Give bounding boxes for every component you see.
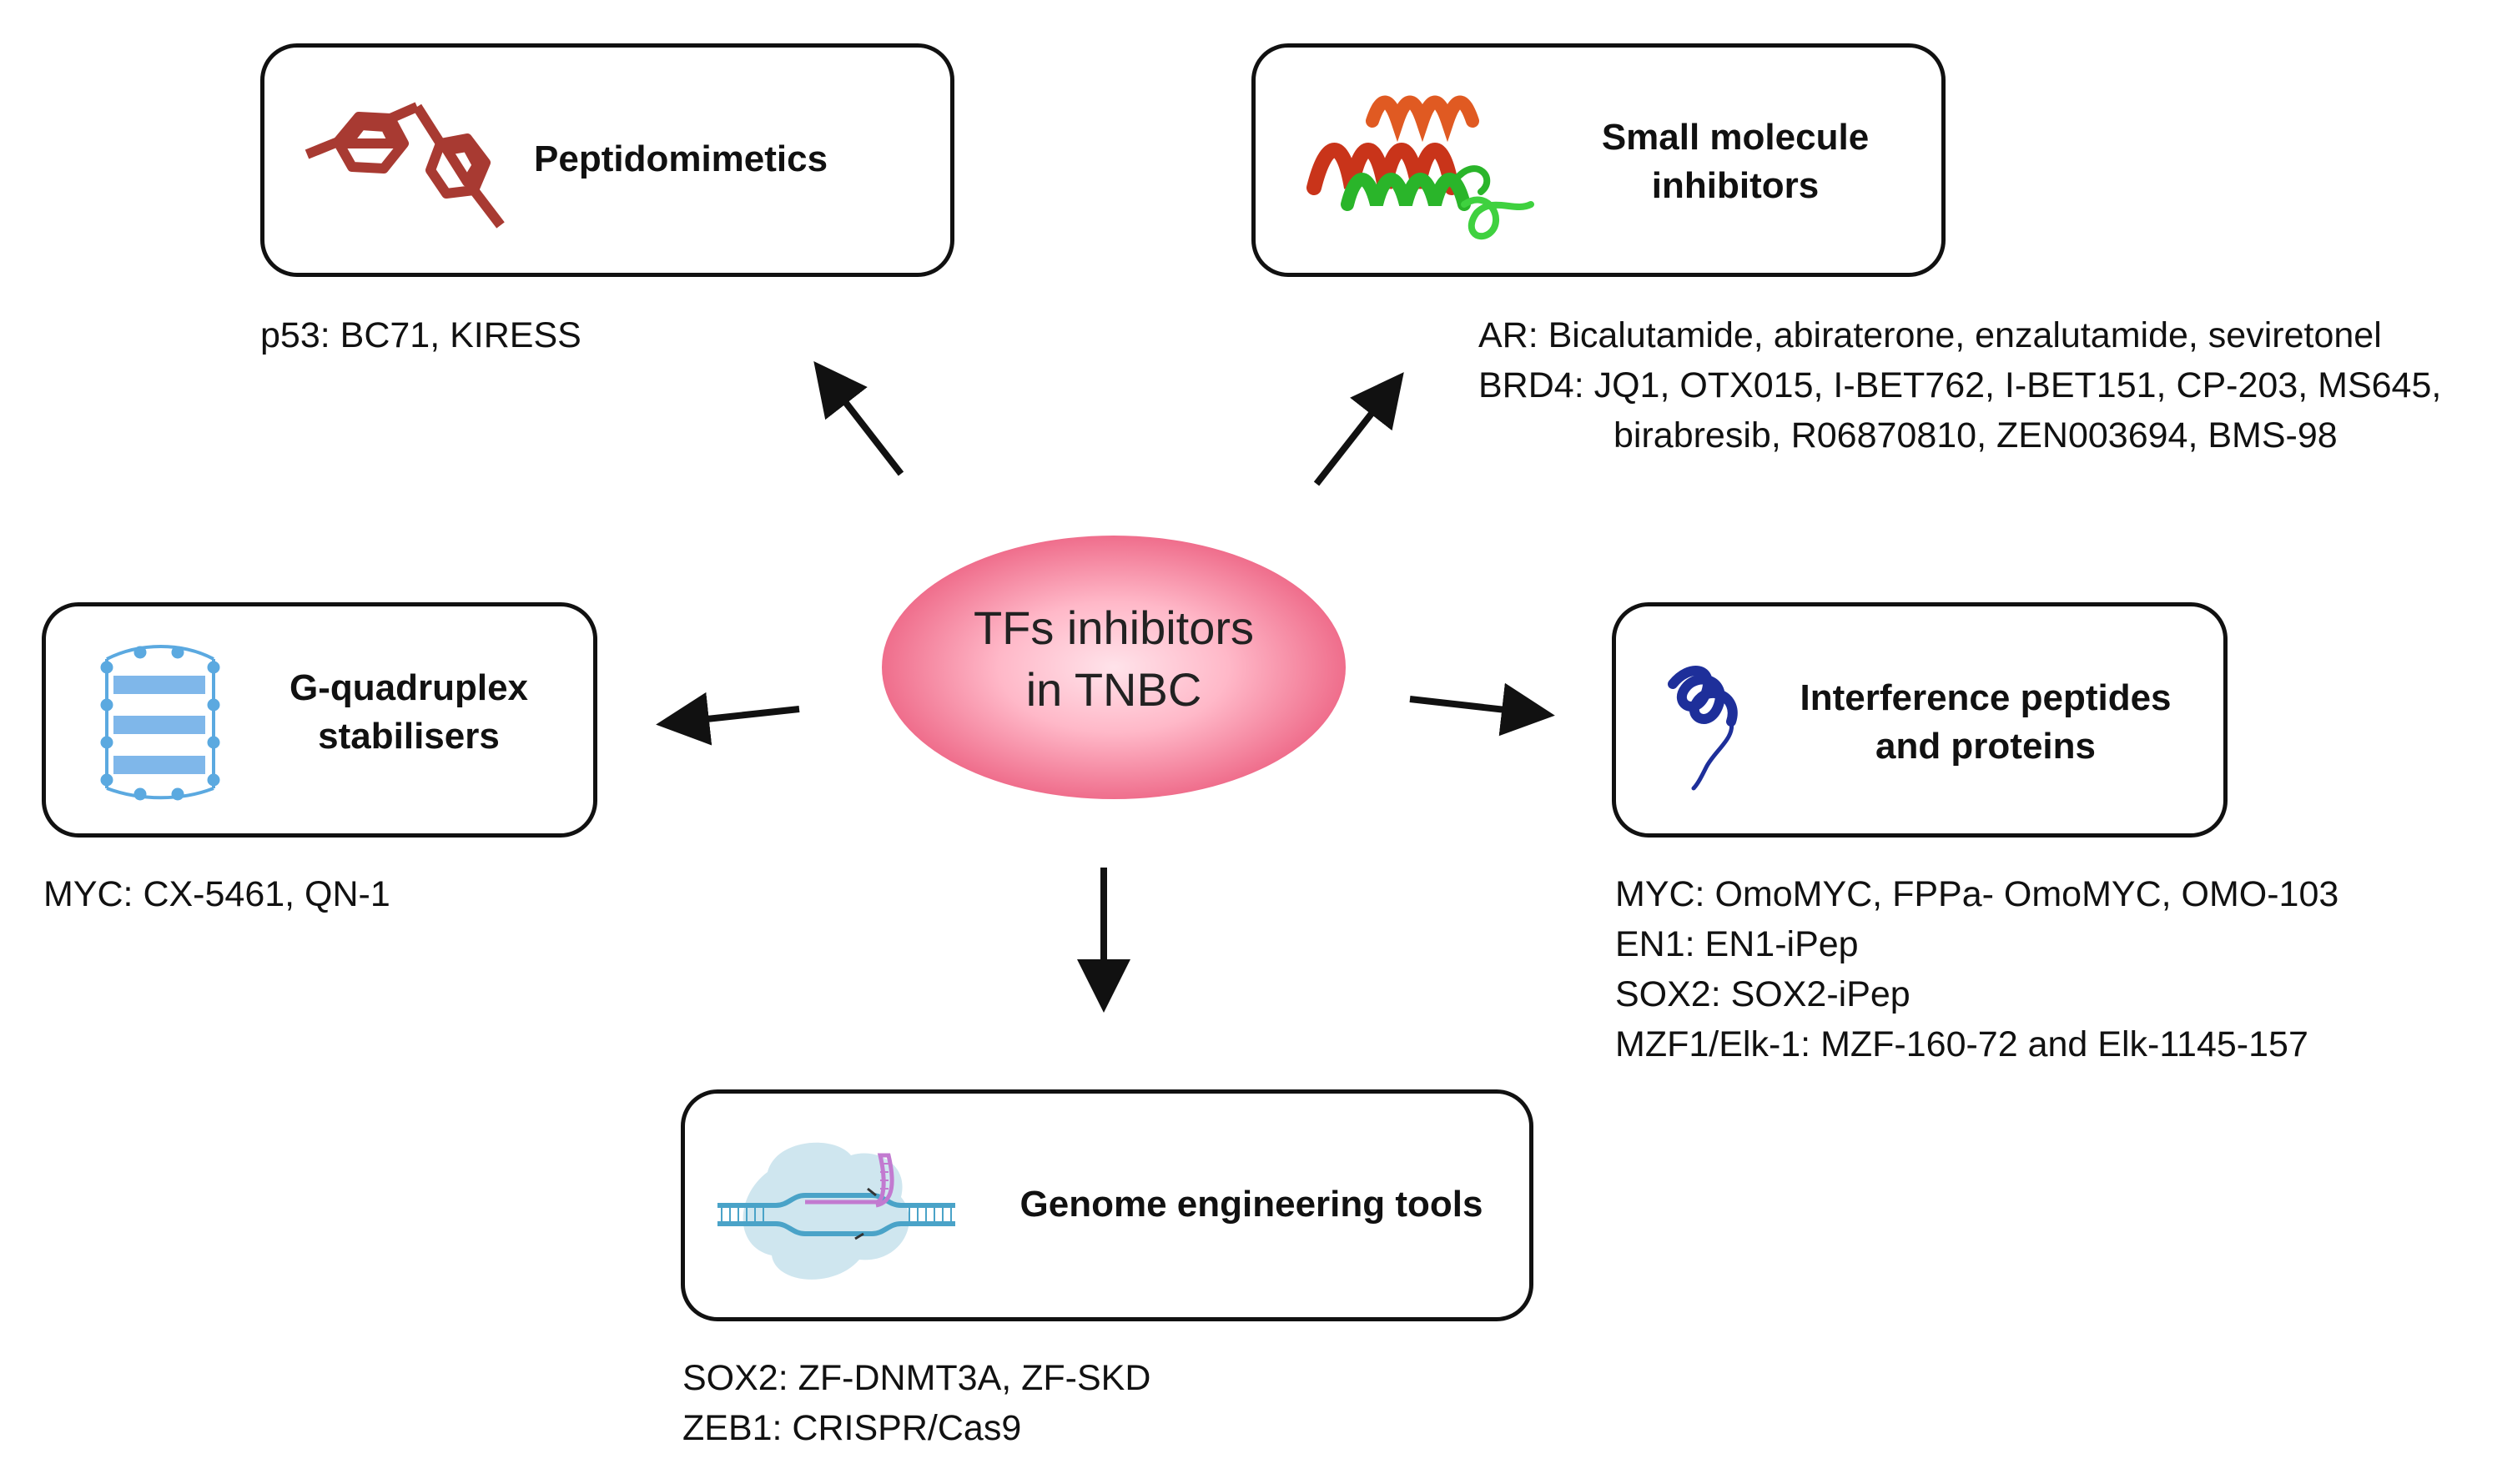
arrow-to-small-molecule bbox=[1313, 372, 1404, 486]
small-molecule-title-line-1: Small molecule bbox=[1601, 117, 1870, 158]
g-quadruplex-list: MYC: CX-5461, QN-1 bbox=[43, 869, 390, 919]
interference-title: Interference peptides and proteins bbox=[1760, 674, 2211, 771]
genome-item-zeb1: ZEB1: CRISPR/Cas9 bbox=[682, 1408, 1022, 1448]
interference-item-sox2: SOX2: SOX2-iPep bbox=[1615, 974, 1911, 1014]
g-quadruplex-icon bbox=[100, 645, 220, 801]
peptidomimetics-item: p53: BC71, KIRESS bbox=[260, 315, 581, 355]
interference-item-en1: EN1: EN1-iPep bbox=[1615, 924, 1859, 964]
protein-ribbon-icon bbox=[1306, 95, 1534, 240]
genome-title-line: Genome engineering tools bbox=[1019, 1184, 1483, 1225]
center-label-line-2: in TNBC bbox=[1025, 663, 1202, 716]
small-molecule-item-brd4-cont: birabresib, R06870810, ZEN003694, BMS-98 bbox=[1613, 415, 2338, 455]
interference-item-myc: MYC: OmoMYC, FPPa- OmoMYC, OMO-103 bbox=[1615, 874, 2339, 914]
g-quadruplex-title: G-quadruplex stabilisers bbox=[234, 664, 584, 761]
small-molecule-title: Small molecule inhibitors bbox=[1552, 113, 1919, 210]
small-molecule-list: AR: Bicalutamide, abiraterone, enzalutam… bbox=[1478, 310, 2441, 460]
peptidomimetics-title: Peptidomimetics bbox=[534, 135, 934, 184]
g-quadruplex-item: MYC: CX-5461, QN-1 bbox=[43, 874, 390, 914]
molecule-structure-icon bbox=[305, 102, 505, 229]
crispr-dna-icon bbox=[717, 1142, 955, 1280]
arrow-to-peptidomimetics bbox=[813, 361, 904, 476]
interference-list: MYC: OmoMYC, FPPa- OmoMYC, OMO-103 EN1: … bbox=[1615, 869, 2338, 1069]
g-quadruplex-title-line-2: stabilisers bbox=[318, 716, 500, 757]
peptidomimetics-box bbox=[260, 43, 954, 277]
peptidomimetics-list: p53: BC71, KIRESS bbox=[260, 310, 581, 360]
center-label: TFs inhibitors in TNBC bbox=[880, 597, 1347, 721]
genome-title: Genome engineering tools bbox=[980, 1180, 1523, 1229]
peptidomimetics-title-line: Peptidomimetics bbox=[534, 138, 828, 179]
genome-item-sox2: SOX2: ZF-DNMT3A, ZF-SKD bbox=[682, 1358, 1151, 1398]
peptide-helix-icon bbox=[1668, 666, 1738, 791]
small-molecule-item-ar: AR: Bicalutamide, abiraterone, enzalutam… bbox=[1478, 315, 2382, 355]
interference-title-line-1: Interference peptides bbox=[1800, 677, 2172, 718]
arrow-to-interference bbox=[1409, 682, 1555, 737]
interference-title-line-2: and proteins bbox=[1875, 726, 2097, 767]
center-label-line-1: TFs inhibitors bbox=[973, 601, 1255, 654]
small-molecule-item-brd4: BRD4: JQ1, OTX015, I-BET762, I-BET151, C… bbox=[1478, 365, 2442, 405]
g-quadruplex-title-line-1: G-quadruplex bbox=[289, 667, 529, 708]
arrow-to-g-quadruplex bbox=[656, 692, 800, 746]
genome-list: SOX2: ZF-DNMT3A, ZF-SKD ZEB1: CRISPR/Cas… bbox=[682, 1353, 1150, 1453]
center-ellipse bbox=[882, 536, 1346, 799]
interference-item-mzf1: MZF1/Elk-1: MZF-160-72 and Elk-1145-157 bbox=[1615, 1024, 2308, 1064]
small-molecule-title-line-2: inhibitors bbox=[1651, 165, 1820, 206]
